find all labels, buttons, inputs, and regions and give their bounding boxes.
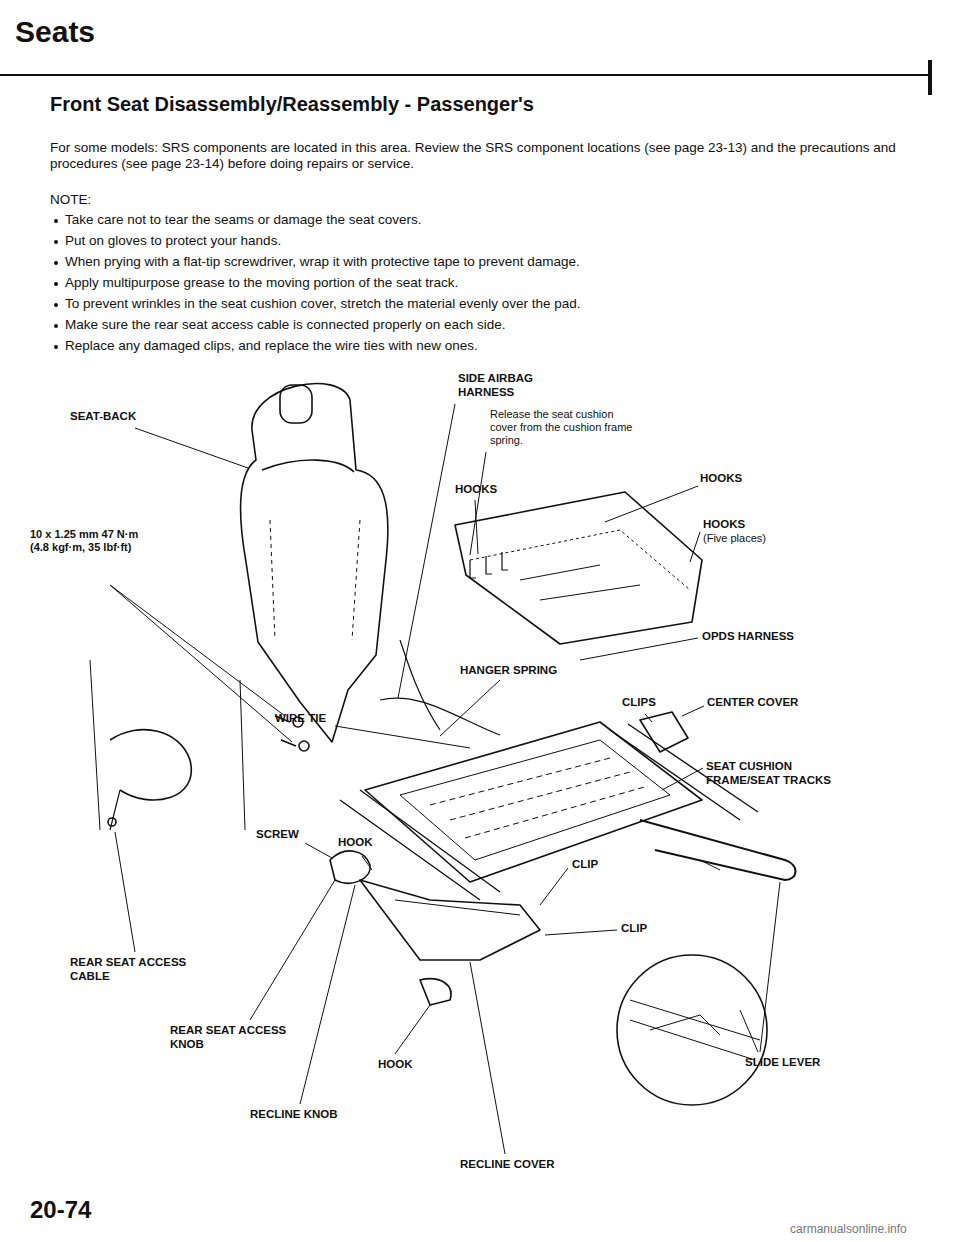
- part-label: HOOKS: [703, 518, 745, 532]
- part-label: RECLINE COVER: [460, 1158, 555, 1172]
- part-label: HOOKS: [700, 472, 742, 486]
- note-item: Make sure the rear seat access cable is …: [65, 317, 506, 333]
- part-label: HOOK: [378, 1058, 413, 1072]
- part-label: SEAT CUSHION FRAME/SEAT TRACKS: [706, 760, 836, 788]
- bullet-dot: [54, 219, 58, 223]
- part-label: HANGER SPRING: [460, 664, 557, 678]
- srs-warning: For some models: SRS components are loca…: [50, 140, 920, 172]
- note-item: To prevent wrinkles in the seat cushion …: [65, 296, 581, 312]
- note-item: Replace any damaged clips, and replace t…: [65, 338, 478, 354]
- part-label: REAR SEAT ACCESS KNOB: [170, 1024, 300, 1052]
- note-item: When prying with a flat-tip screwdriver,…: [65, 254, 580, 270]
- part-note: (Five places): [703, 532, 766, 545]
- note-heading: NOTE:: [50, 192, 91, 208]
- watermark: carmanualsonline.info: [790, 1222, 907, 1236]
- page-number: 20-74: [30, 1196, 91, 1225]
- note-item: Take care not to tear the seams or damag…: [65, 212, 421, 228]
- note-item: Put on gloves to protect your hands.: [65, 233, 281, 249]
- bullet-dot: [54, 261, 58, 265]
- part-label: HOOKS: [455, 483, 497, 497]
- section-heading: Front Seat Disassembly/Reassembly - Pass…: [50, 92, 534, 116]
- bullet-dot: [54, 324, 58, 328]
- part-label: CENTER COVER: [707, 696, 798, 710]
- note-item: Apply multipurpose grease to the moving …: [65, 275, 458, 291]
- part-label: OPDS HARNESS: [702, 630, 794, 644]
- part-label: SIDE AIRBAG HARNESS: [458, 372, 568, 400]
- page-title: Seats: [15, 14, 95, 50]
- part-label: WIRE TIE: [275, 712, 326, 726]
- part-label: SEAT-BACK: [70, 410, 136, 424]
- bullet-dot: [54, 240, 58, 244]
- part-label: SCREW: [256, 828, 299, 842]
- part-label: CLIP: [621, 922, 647, 936]
- part-label: REAR SEAT ACCESS CABLE: [70, 956, 200, 984]
- part-label: HOOK: [338, 836, 373, 850]
- bullet-dot: [54, 345, 58, 349]
- torque-spec: 10 x 1.25 mm 47 N·m (4.8 kgf·m, 35 lbf·f…: [30, 528, 160, 554]
- instruction-note: Release the seat cushion cover from the …: [490, 408, 640, 448]
- bullet-dot: [54, 282, 58, 286]
- part-label: CLIP: [572, 858, 598, 872]
- part-label: CLIPS: [622, 696, 656, 710]
- bullet-dot: [54, 303, 58, 307]
- part-label: RECLINE KNOB: [250, 1108, 338, 1122]
- part-label: SLIDE LEVER: [745, 1056, 820, 1070]
